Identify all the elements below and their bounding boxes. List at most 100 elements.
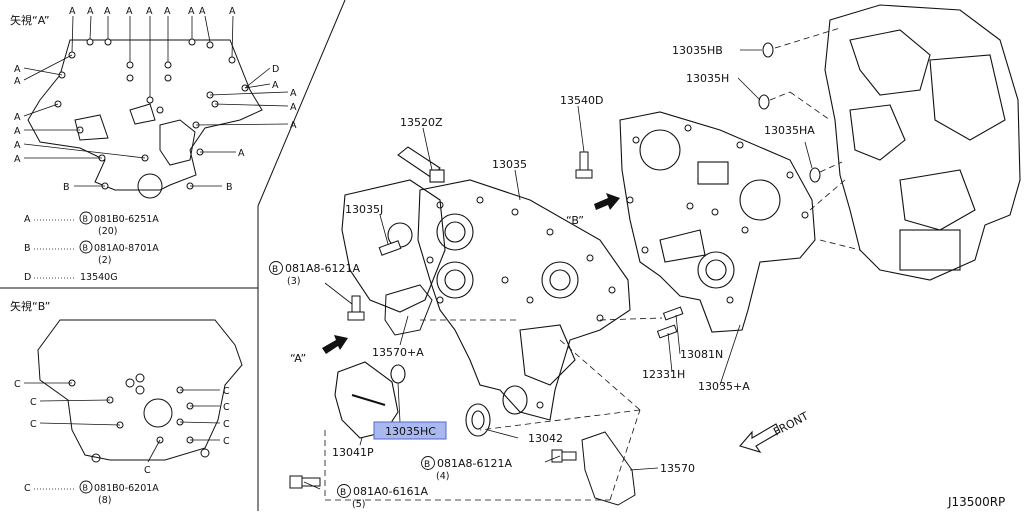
legend-part: 081B0-6251A — [94, 214, 159, 225]
callout-13035j: 13035J — [345, 203, 383, 216]
arrow-label-b: “B” — [566, 214, 584, 227]
cam-sensor — [397, 146, 445, 183]
view-b-legend: C B 081B0-6201A (8) — [24, 480, 159, 506]
view-b-title: 矢視“B” — [10, 299, 50, 313]
callout-13570: 13570 — [660, 462, 695, 475]
bolt-081a8-top — [347, 295, 365, 321]
bolt-symbol: B — [340, 488, 346, 498]
dowel-13035j — [378, 240, 402, 256]
legend-qty: (2) — [98, 255, 111, 266]
bolt-081a0 — [289, 475, 321, 489]
bolt-symbol: B — [83, 484, 89, 493]
svg-text:A: A — [188, 6, 195, 17]
view-a-title: 矢視“A” — [10, 13, 50, 27]
front-timing-cover — [417, 179, 631, 421]
callout-13035ha: 13035HA — [764, 124, 815, 137]
legend-key: C — [24, 483, 31, 494]
callout-13035a: 13035+A — [698, 380, 750, 393]
bolt-13540d — [575, 151, 593, 179]
callout-13041p: 13041P — [332, 446, 374, 459]
svg-text:C: C — [14, 379, 21, 390]
svg-text:A: A — [199, 6, 206, 17]
svg-text:B: B — [226, 182, 233, 193]
legend-part: 081A0-8701A — [94, 243, 159, 254]
svg-text:A: A — [14, 64, 21, 75]
panel-frame — [0, 0, 346, 511]
arrow-label-a: “A” — [290, 352, 306, 365]
highlight-13035hc — [373, 421, 447, 440]
svg-text:A: A — [87, 6, 94, 17]
svg-text:A: A — [14, 154, 21, 165]
svg-text:A: A — [146, 6, 153, 17]
gasket-13570 — [581, 431, 636, 506]
callout-13035hb: 13035HB — [672, 44, 723, 57]
view-a-outline — [27, 39, 263, 199]
alignment-dashes — [324, 27, 861, 501]
callout-labels: 13520Z 13035 13540D 13035J B 081A8-6121A… — [269, 44, 1005, 510]
oil-seal-13042 — [465, 385, 528, 437]
svg-text:A: A — [272, 80, 279, 91]
engine-block — [824, 4, 1021, 281]
svg-text:A: A — [69, 6, 76, 17]
diagram-code: J13500RP — [947, 495, 1005, 509]
callout-13042: 13042 — [528, 432, 563, 445]
view-a-legend: A B 081B0-6251A (20) B B 081A0-8701A (2)… — [24, 211, 159, 283]
callout-13035: 13035 — [492, 158, 527, 171]
rear-timing-cover — [619, 111, 816, 333]
legend-part: 081B0-6201A — [94, 483, 159, 494]
legend-qty: (8) — [98, 495, 111, 506]
oring-13035hc — [390, 364, 406, 384]
svg-text:A: A — [126, 6, 133, 17]
bolt-symbol: B — [83, 244, 89, 253]
svg-text:A: A — [238, 148, 245, 159]
svg-text:A: A — [14, 140, 21, 151]
legend-key: B — [24, 243, 31, 254]
view-a-leaders — [23, 15, 289, 187]
legend-key: A — [24, 214, 31, 225]
callout-leaders — [303, 49, 813, 490]
svg-text:A: A — [14, 112, 21, 123]
callout-13520z: 13520Z — [400, 116, 443, 129]
svg-text:A: A — [290, 88, 297, 99]
svg-text:A: A — [104, 6, 111, 17]
orings-right — [758, 42, 821, 183]
front-cover-bolt-holes — [426, 196, 616, 409]
bolt-symbol: B — [83, 215, 89, 224]
view-a-marks: A A A A A A A A A A A A A A A B B D A A … — [14, 6, 297, 193]
view-b-bolt-dots — [68, 379, 194, 444]
svg-text:C: C — [223, 386, 230, 397]
svg-text:C: C — [223, 402, 230, 413]
svg-text:A: A — [290, 120, 297, 131]
callout-081a8-bottom-qty: (4) — [436, 471, 449, 482]
view-b-outline — [37, 319, 243, 463]
legend-part: 13540G — [80, 272, 118, 283]
bolt-symbol: B — [272, 265, 278, 275]
front-arrow-icon — [739, 423, 781, 453]
legend-key: D — [24, 272, 31, 283]
svg-text:C: C — [30, 419, 37, 430]
svg-text:C: C — [223, 419, 230, 430]
arrow-view-a — [322, 335, 348, 354]
callout-13035h: 13035H — [686, 72, 729, 85]
view-a-bolt-dots — [54, 38, 249, 190]
svg-text:C: C — [144, 465, 151, 476]
legend-qty: (20) — [98, 226, 118, 237]
svg-text:D: D — [272, 64, 279, 75]
svg-text:A: A — [14, 126, 21, 137]
rear-cover-bolt-holes — [626, 124, 809, 304]
callout-12331h: 12331H — [642, 368, 685, 381]
callout-081a8-top: 081A8-6121A — [285, 262, 360, 275]
callout-13540d: 13540D — [560, 94, 603, 107]
gasket-13570a — [384, 284, 433, 336]
svg-text:C: C — [223, 436, 230, 447]
callout-13035hc: 13035HC — [385, 425, 436, 438]
callout-081a0: 081A0-6161A — [353, 485, 428, 498]
svg-text:B: B — [63, 182, 70, 193]
bolt-081a8-bottom — [551, 449, 577, 463]
callout-13570a: 13570+A — [372, 346, 424, 359]
view-b-marks: C C C C C C C C — [14, 379, 230, 476]
view-b-leaders — [24, 382, 221, 463]
callout-081a8-top-qty: (3) — [287, 276, 300, 287]
